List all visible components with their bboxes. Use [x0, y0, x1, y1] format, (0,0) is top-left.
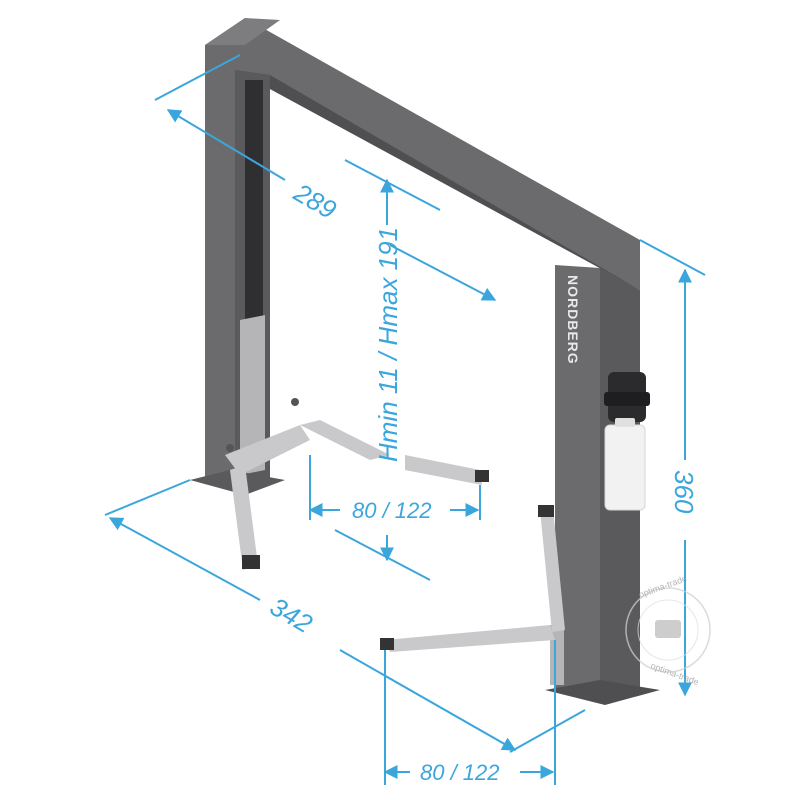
watermark-ring-inner [637, 599, 699, 661]
ext-line-c [639, 239, 706, 276]
dimension-lines [104, 54, 706, 785]
dim-label-back-reach: 80 / 122 [352, 498, 432, 523]
back-pad-left [242, 555, 260, 569]
oil-tank-cap [615, 418, 635, 427]
ext-line-g [509, 709, 586, 753]
front-arm-right [540, 508, 565, 632]
dim-line-width-top-b [389, 244, 497, 301]
front-pad-right [538, 505, 554, 517]
dim-label-front-reach: 80 / 122 [420, 760, 500, 785]
lift-arms [225, 398, 565, 652]
back-arm-left [225, 425, 310, 475]
back-pad-right [475, 470, 489, 482]
ext-line-f [104, 479, 191, 516]
back-pad-pin-2 [226, 444, 234, 452]
dim-line-base-a [108, 517, 261, 601]
dim-line-base-b [339, 649, 517, 751]
front-arm-left [385, 625, 555, 652]
ext-line-h [334, 529, 431, 581]
brand-label: NORDBERG [565, 275, 581, 365]
dim-label-base: 342 [265, 591, 318, 639]
watermark-logo [655, 620, 681, 638]
dim-line-width-top-a [166, 109, 286, 181]
motor-cap [604, 392, 650, 406]
watermark-text-top: optima-trade [637, 573, 688, 600]
right-base-plate [545, 680, 660, 705]
back-arm-left-ext [230, 465, 258, 570]
watermark-ring [625, 587, 711, 673]
top-beam-top [205, 18, 280, 45]
back-arm-right-ext [405, 455, 482, 485]
right-column-front [555, 265, 600, 690]
dim-label-width-top: 289 [288, 177, 341, 225]
dim-label-height: 360 [669, 470, 699, 514]
dim-label-lift-height: Hmin 11 / Hmax 191 [373, 227, 403, 462]
back-arm-right [300, 420, 390, 460]
back-pad-pin [291, 398, 299, 406]
ext-line-a [154, 54, 241, 101]
front-pad-left [380, 638, 394, 650]
oil-tank [604, 424, 646, 511]
left-column-front [205, 60, 235, 490]
top-beam-front [205, 18, 640, 290]
left-carriage [240, 315, 265, 475]
lift-frame [190, 18, 660, 705]
dimension-labels: 289 360 Hmin 11 / Hmax 191 80 / 122 342 … [265, 177, 699, 785]
